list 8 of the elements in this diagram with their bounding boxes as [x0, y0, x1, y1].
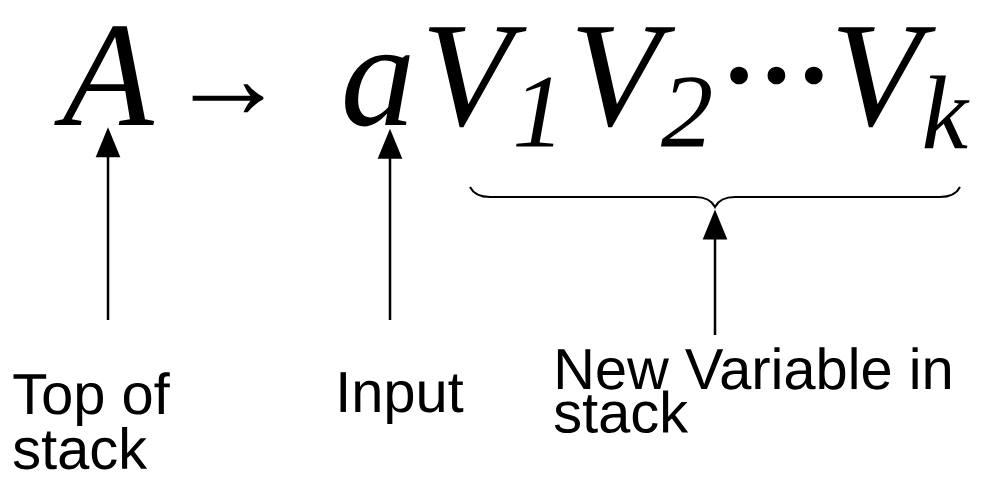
label-text: New Variable in stack	[554, 347, 950, 434]
arrow-symbol: →	[192, 84, 264, 113]
bracket	[469, 186, 961, 208]
formula-symbol: a	[345, 54, 410, 127]
formula-symbol: V$_{1}$V$_{2}$···V$_{k}$	[428, 27, 970, 149]
label-text: Input	[340, 372, 464, 424]
label-text: Top of stack	[13, 372, 170, 470]
formula-symbol: A	[54, 26, 155, 125]
